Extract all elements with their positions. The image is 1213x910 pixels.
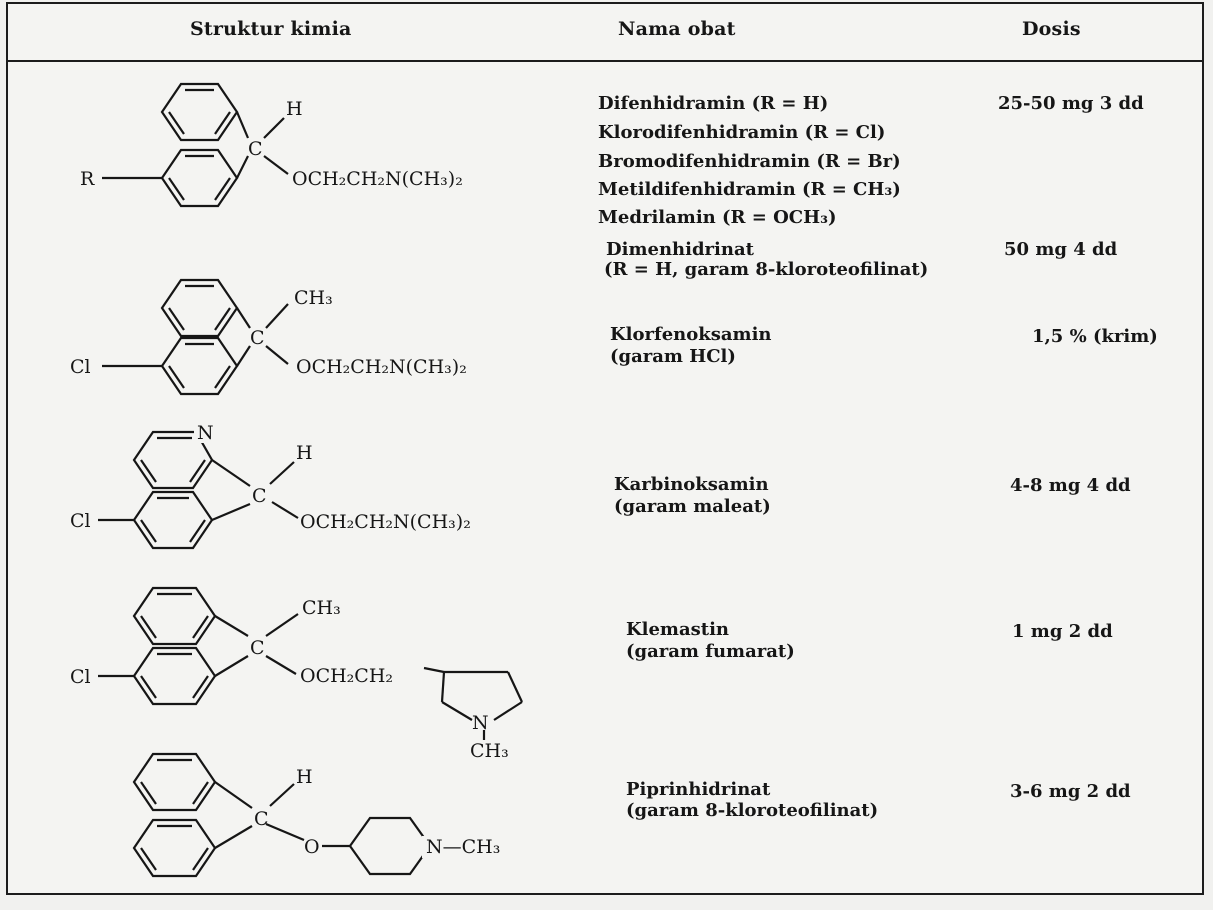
structure-chlorphenoxamine: C CH₃ Cl OCH₂CH₂N(CH₃)₂ <box>60 266 560 416</box>
drug-name: Klemastin <box>626 619 730 640</box>
header-structure: Struktur kimia <box>190 18 352 40</box>
drug-name: Difenhidramin (R = H) <box>598 93 829 114</box>
nitrogen-label: N <box>197 422 214 444</box>
benzene-ring <box>132 818 217 878</box>
structure-clemastine: C CH₃ Cl OCH₂CH₂ N CH₃ <box>60 580 560 770</box>
drug-salt: (garam fumarat) <box>626 641 795 662</box>
side-chain-label: OCH₂CH₂ <box>300 665 393 687</box>
benzene-ring <box>160 336 239 396</box>
structure-diphenhydramine: C H R OCH₂CH₂N(CH₃)₂ <box>60 70 560 220</box>
drug-name: Klorfenoksamin <box>610 324 772 345</box>
hydrogen-label: H <box>296 442 313 464</box>
drug-dose: 3-6 mg 2 dd <box>1010 781 1131 802</box>
carbon-label: C <box>254 808 269 830</box>
benzene-ring <box>160 82 239 142</box>
drug-dose: 4-8 mg 4 dd <box>1010 475 1131 496</box>
chloro-label: Cl <box>70 356 91 378</box>
drug-salt: (garam maleat) <box>614 496 771 517</box>
pyrrolidine-ring <box>423 666 523 740</box>
side-chain-label: OCH₂CH₂N(CH₃)₂ <box>300 511 471 533</box>
benzene-ring <box>132 490 214 550</box>
carbon-label: C <box>248 138 263 160</box>
benzene-ring <box>160 148 239 208</box>
chloro-label: Cl <box>70 510 91 532</box>
side-chain-label: OCH₂CH₂N(CH₃)₂ <box>292 168 463 190</box>
structure-carbinoxamine: N C H Cl OCH₂CH₂N(CH₃)₂ <box>60 418 560 568</box>
methyl-label: CH₃ <box>302 597 341 619</box>
drug-salt: (garam HCl) <box>610 346 736 367</box>
carbon-label: C <box>250 637 265 659</box>
drug-dose: 1 mg 2 dd <box>1012 621 1113 642</box>
header-divider <box>6 60 1204 62</box>
drug-dose: 1,5 % (krim) <box>1032 326 1158 347</box>
benzene-ring <box>132 752 217 812</box>
header-name: Nama obat <box>618 18 736 40</box>
drug-name: Bromodifenhidramin (R = Br) <box>598 151 901 172</box>
drug-name: Medrilamin (R = OCH₃) <box>598 207 837 228</box>
drug-salt: (garam 8-kloroteofilinat) <box>626 800 879 821</box>
chloro-label: Cl <box>70 666 91 688</box>
structure-piprinhydrinate: C H O N—CH₃ <box>60 748 560 888</box>
drug-dose: 50 mg 4 dd <box>1004 239 1118 260</box>
drug-name: Piprinhidrinat <box>626 779 771 800</box>
hydrogen-label: H <box>286 98 303 120</box>
drug-name: Karbinoksamin <box>614 474 769 495</box>
carbon-label: C <box>252 485 267 507</box>
n-methyl-label: CH₃ <box>470 740 509 762</box>
drug-name: Dimenhidrinat <box>606 239 754 260</box>
benzene-ring <box>160 278 239 338</box>
carbon-label: C <box>250 327 265 349</box>
drug-name: Klorodifenhidramin (R = Cl) <box>598 122 886 143</box>
drug-dose: 25-50 mg 3 dd <box>998 93 1144 114</box>
benzene-ring <box>132 646 217 706</box>
drug-name: Metildifenhidramin (R = CH₃) <box>598 179 901 200</box>
piperidine-ring <box>348 816 432 876</box>
side-chain-label: OCH₂CH₂N(CH₃)₂ <box>296 356 467 378</box>
header-dose: Dosis <box>1022 18 1081 40</box>
drug-salt: (R = H, garam 8-kloroteofilinat) <box>604 259 929 280</box>
oxygen-label: O <box>304 836 320 858</box>
benzene-ring <box>132 586 217 646</box>
nitrogen-label: N <box>472 712 489 734</box>
r-group-label: R <box>80 168 95 190</box>
methyl-label: CH₃ <box>294 287 333 309</box>
n-methyl-label: N—CH₃ <box>426 836 500 858</box>
hydrogen-label: H <box>296 766 313 788</box>
